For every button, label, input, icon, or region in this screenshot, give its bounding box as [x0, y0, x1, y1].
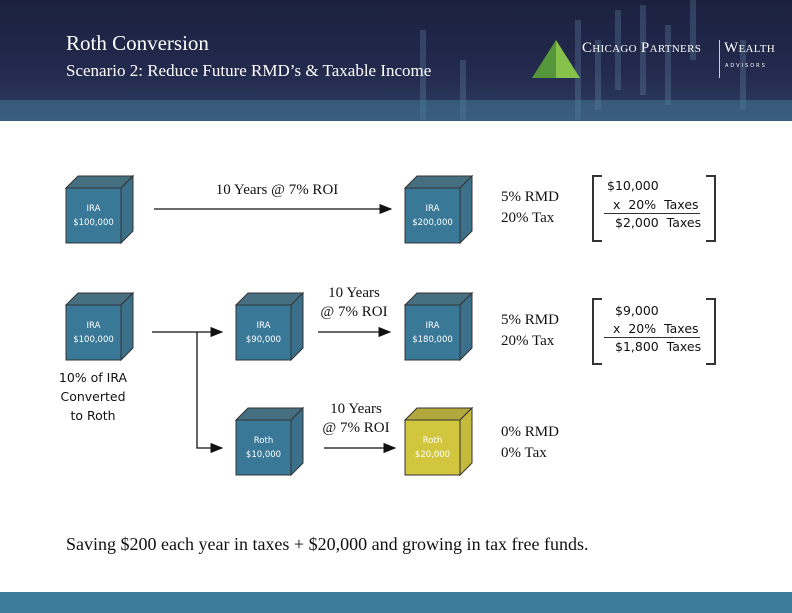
footer-bar	[0, 592, 792, 613]
logo-name-wealth: Wealth	[724, 40, 775, 56]
cube-ira-180k-label: IRA $180,000	[405, 292, 473, 360]
cube-type: IRA	[425, 320, 440, 331]
conversion-note: 10% of IRA Converted to Roth	[43, 368, 143, 425]
slide-title: Roth Conversion	[66, 31, 209, 55]
rmd-rate: 5% RMD	[501, 312, 559, 328]
arrow-label-line: @ 7% ROI	[322, 420, 390, 436]
cube-type: IRA	[86, 203, 101, 214]
tax-calculation-ira: $9,000 x 20% Taxes $1,800 Taxes	[592, 298, 716, 365]
bracket-right	[706, 298, 716, 365]
calc-base: $9,000	[615, 303, 659, 318]
arrow-label-top: 10 Years @ 7% ROI	[215, 182, 339, 198]
rmd-tax-ira: 5% RMD 20% Tax	[501, 310, 559, 352]
calc-result: $1,800 Taxes	[615, 339, 702, 354]
cube-amount: $200,000	[412, 217, 453, 228]
bracket-right	[706, 175, 716, 242]
calc-base: $10,000	[607, 178, 659, 193]
tax-rate: 0% Tax	[501, 445, 547, 461]
cube-amount: $100,000	[73, 334, 114, 345]
cube-ira-start-2-label: IRA $100,000	[66, 292, 134, 360]
logo-triangle-icon	[532, 40, 580, 78]
arrow-label-line: @ 7% ROI	[320, 304, 388, 320]
cube-ira-end-label: IRA $200,000	[405, 175, 473, 243]
cube-amount: $20,000	[414, 449, 451, 460]
summary-text: Saving $200 each year in taxes + $20,000…	[66, 534, 589, 554]
tax-rate: 20% Tax	[501, 333, 555, 349]
calc-rule	[604, 337, 700, 338]
logo-name: Chicago Partners	[582, 40, 702, 56]
note-line: 10% of IRA	[58, 370, 128, 385]
cube-type: IRA	[425, 203, 440, 214]
bracket-left	[592, 175, 602, 242]
cube-roth-20k-label: Roth $20,000	[405, 407, 473, 475]
rmd-rate: 5% RMD	[501, 189, 559, 205]
cube-amount: $180,000	[412, 334, 453, 345]
rmd-rate: 0% RMD	[501, 424, 559, 440]
cube-type: IRA	[86, 320, 101, 331]
cube-roth-10k-label: Roth $10,000	[236, 407, 304, 475]
cube-type: Roth	[422, 435, 443, 446]
cube-amount: $10,000	[245, 449, 282, 460]
cube-amount: $100,000	[73, 217, 114, 228]
bracket-left	[592, 298, 602, 365]
cube-ira-start-label: IRA $100,000	[66, 175, 134, 243]
cube-amount: $90,000	[245, 334, 282, 345]
calc-result: $2,000 Taxes	[615, 215, 702, 230]
header-banner: Roth Conversion Scenario 2: Reduce Futur…	[0, 0, 792, 121]
arrow-label-roth: 10 Years @ 7% ROI	[306, 400, 406, 438]
cube-type: Roth	[253, 435, 274, 446]
rmd-tax-roth: 0% RMD 0% Tax	[501, 422, 559, 464]
calc-rule	[604, 213, 700, 214]
tax-calculation-top: $10,000 x 20% Taxes $2,000 Taxes	[592, 175, 716, 242]
logo-divider	[719, 40, 720, 78]
calc-multiplier: x 20% Taxes	[613, 321, 699, 336]
cube-type: IRA	[256, 320, 271, 331]
arrow-label-line: 10 Years	[328, 285, 380, 301]
calc-multiplier: x 20% Taxes	[613, 197, 699, 212]
note-line: Converted	[60, 389, 126, 404]
note-line: to Roth	[70, 408, 116, 423]
arrow-split-roth	[196, 332, 224, 454]
arrow-label-line: 10 Years	[330, 401, 382, 417]
cube-ira-90k-label: IRA $90,000	[236, 292, 304, 360]
rmd-tax-top: 5% RMD 20% Tax	[501, 187, 559, 229]
logo-tagline: ADVISORS	[725, 63, 767, 69]
tax-rate: 20% Tax	[501, 210, 555, 226]
slide-subtitle: Scenario 2: Reduce Future RMD’s & Taxabl…	[66, 61, 432, 80]
arrow-label-ira: 10 Years @ 7% ROI	[304, 284, 404, 322]
